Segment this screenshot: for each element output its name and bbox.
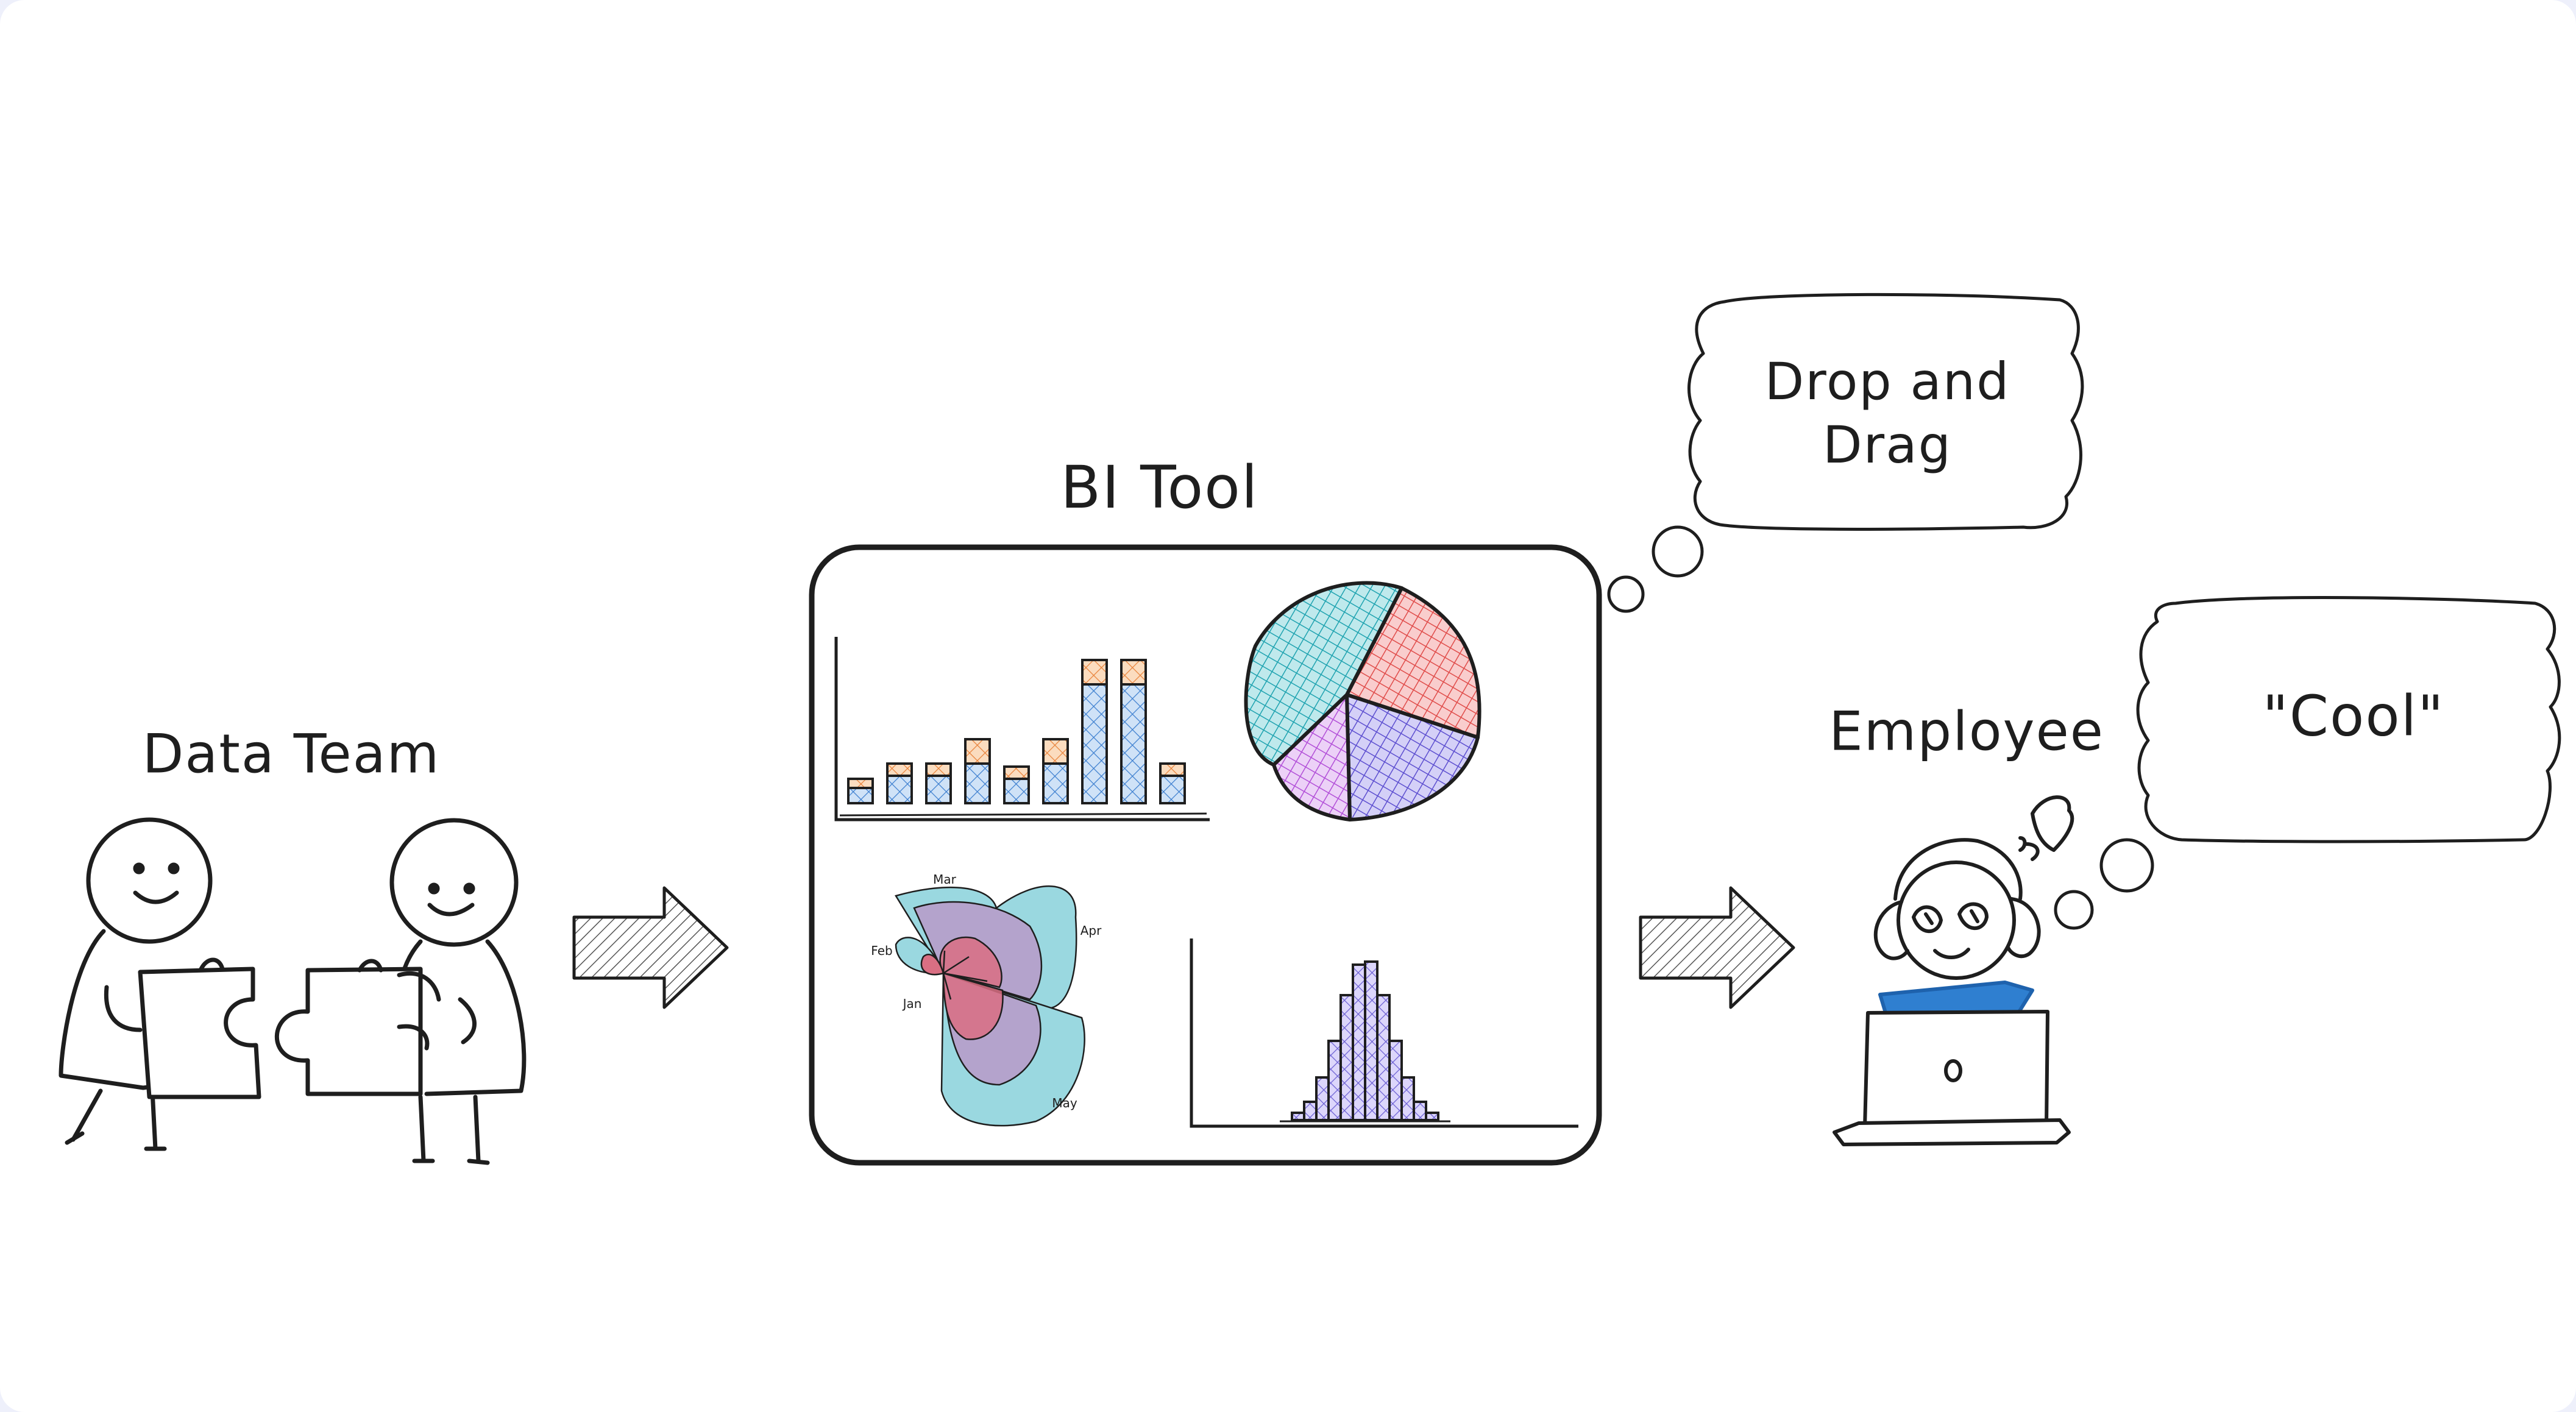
mini-bar-upper <box>964 738 991 765</box>
radial-label-apr: Apr <box>1080 923 1102 938</box>
mini-bar-lower <box>886 775 913 804</box>
node-label-employee: Employee <box>1829 700 2104 763</box>
mini-bar-upper <box>1003 765 1030 780</box>
mini-bar-upper <box>886 762 913 777</box>
mini-histogram-bar <box>1291 1112 1305 1121</box>
mini-bar-chart <box>834 637 1210 821</box>
mini-bar-upper <box>1042 738 1069 765</box>
mini-histogram-bar <box>1400 1076 1415 1121</box>
employee-at-laptop-icon <box>1833 795 2074 1146</box>
mini-histogram-bar <box>1425 1112 1439 1121</box>
bi-tool-box <box>809 544 1602 1166</box>
thought-text-cool: "Cool" <box>2262 683 2445 749</box>
mini-bar-lower <box>925 775 952 804</box>
mini-bar-lower <box>1120 683 1147 804</box>
radial-label-jan: Jan <box>903 996 922 1011</box>
mini-histogram-bar <box>1376 994 1391 1121</box>
edge-arrow-team-to-bi <box>572 886 729 1009</box>
mini-histogram-bar <box>1364 960 1378 1121</box>
mini-bar-lower <box>1159 775 1186 804</box>
mini-histogram <box>1190 938 1578 1128</box>
mini-bar-upper <box>1159 762 1186 777</box>
mini-pie-chart <box>1244 581 1481 821</box>
thought-text-drop-and-drag: Drop and Drag <box>1764 352 2010 475</box>
node-label-data-team: Data Team <box>142 722 441 786</box>
mini-bar-lower <box>964 762 991 804</box>
radial-label-mar: Mar <box>933 872 956 887</box>
mini-bar-lower <box>1003 778 1030 804</box>
mini-radial-chart <box>895 885 1085 1127</box>
people-holding-puzzle-icon <box>59 817 527 1165</box>
mini-histogram-bar <box>1388 1040 1403 1121</box>
edge-arrow-bi-to-employee <box>1639 886 1795 1009</box>
radial-label-may: May <box>1052 1096 1077 1110</box>
mini-histogram-bar <box>1413 1101 1427 1121</box>
mini-histogram-bar <box>1315 1076 1330 1121</box>
mini-histogram-bar <box>1352 963 1366 1121</box>
mini-bar-upper <box>1081 659 1108 686</box>
mini-bar-upper <box>1120 659 1147 686</box>
mini-bar-lower <box>1042 762 1069 804</box>
node-label-bi-tool: BI Tool <box>1060 453 1259 522</box>
radial-label-feb: Feb <box>871 943 893 958</box>
mini-bar-lower <box>847 787 874 804</box>
mini-histogram-bar <box>1339 994 1354 1121</box>
thought-bubble-icon <box>1607 293 2084 613</box>
mini-bar-lower <box>1081 683 1108 804</box>
thought-bubble-employee <box>2054 596 2561 930</box>
mini-histogram-bar <box>1327 1040 1342 1121</box>
mini-bar-upper <box>847 778 874 789</box>
mini-bar-upper <box>925 762 952 777</box>
mini-histogram-bar <box>1303 1101 1318 1121</box>
